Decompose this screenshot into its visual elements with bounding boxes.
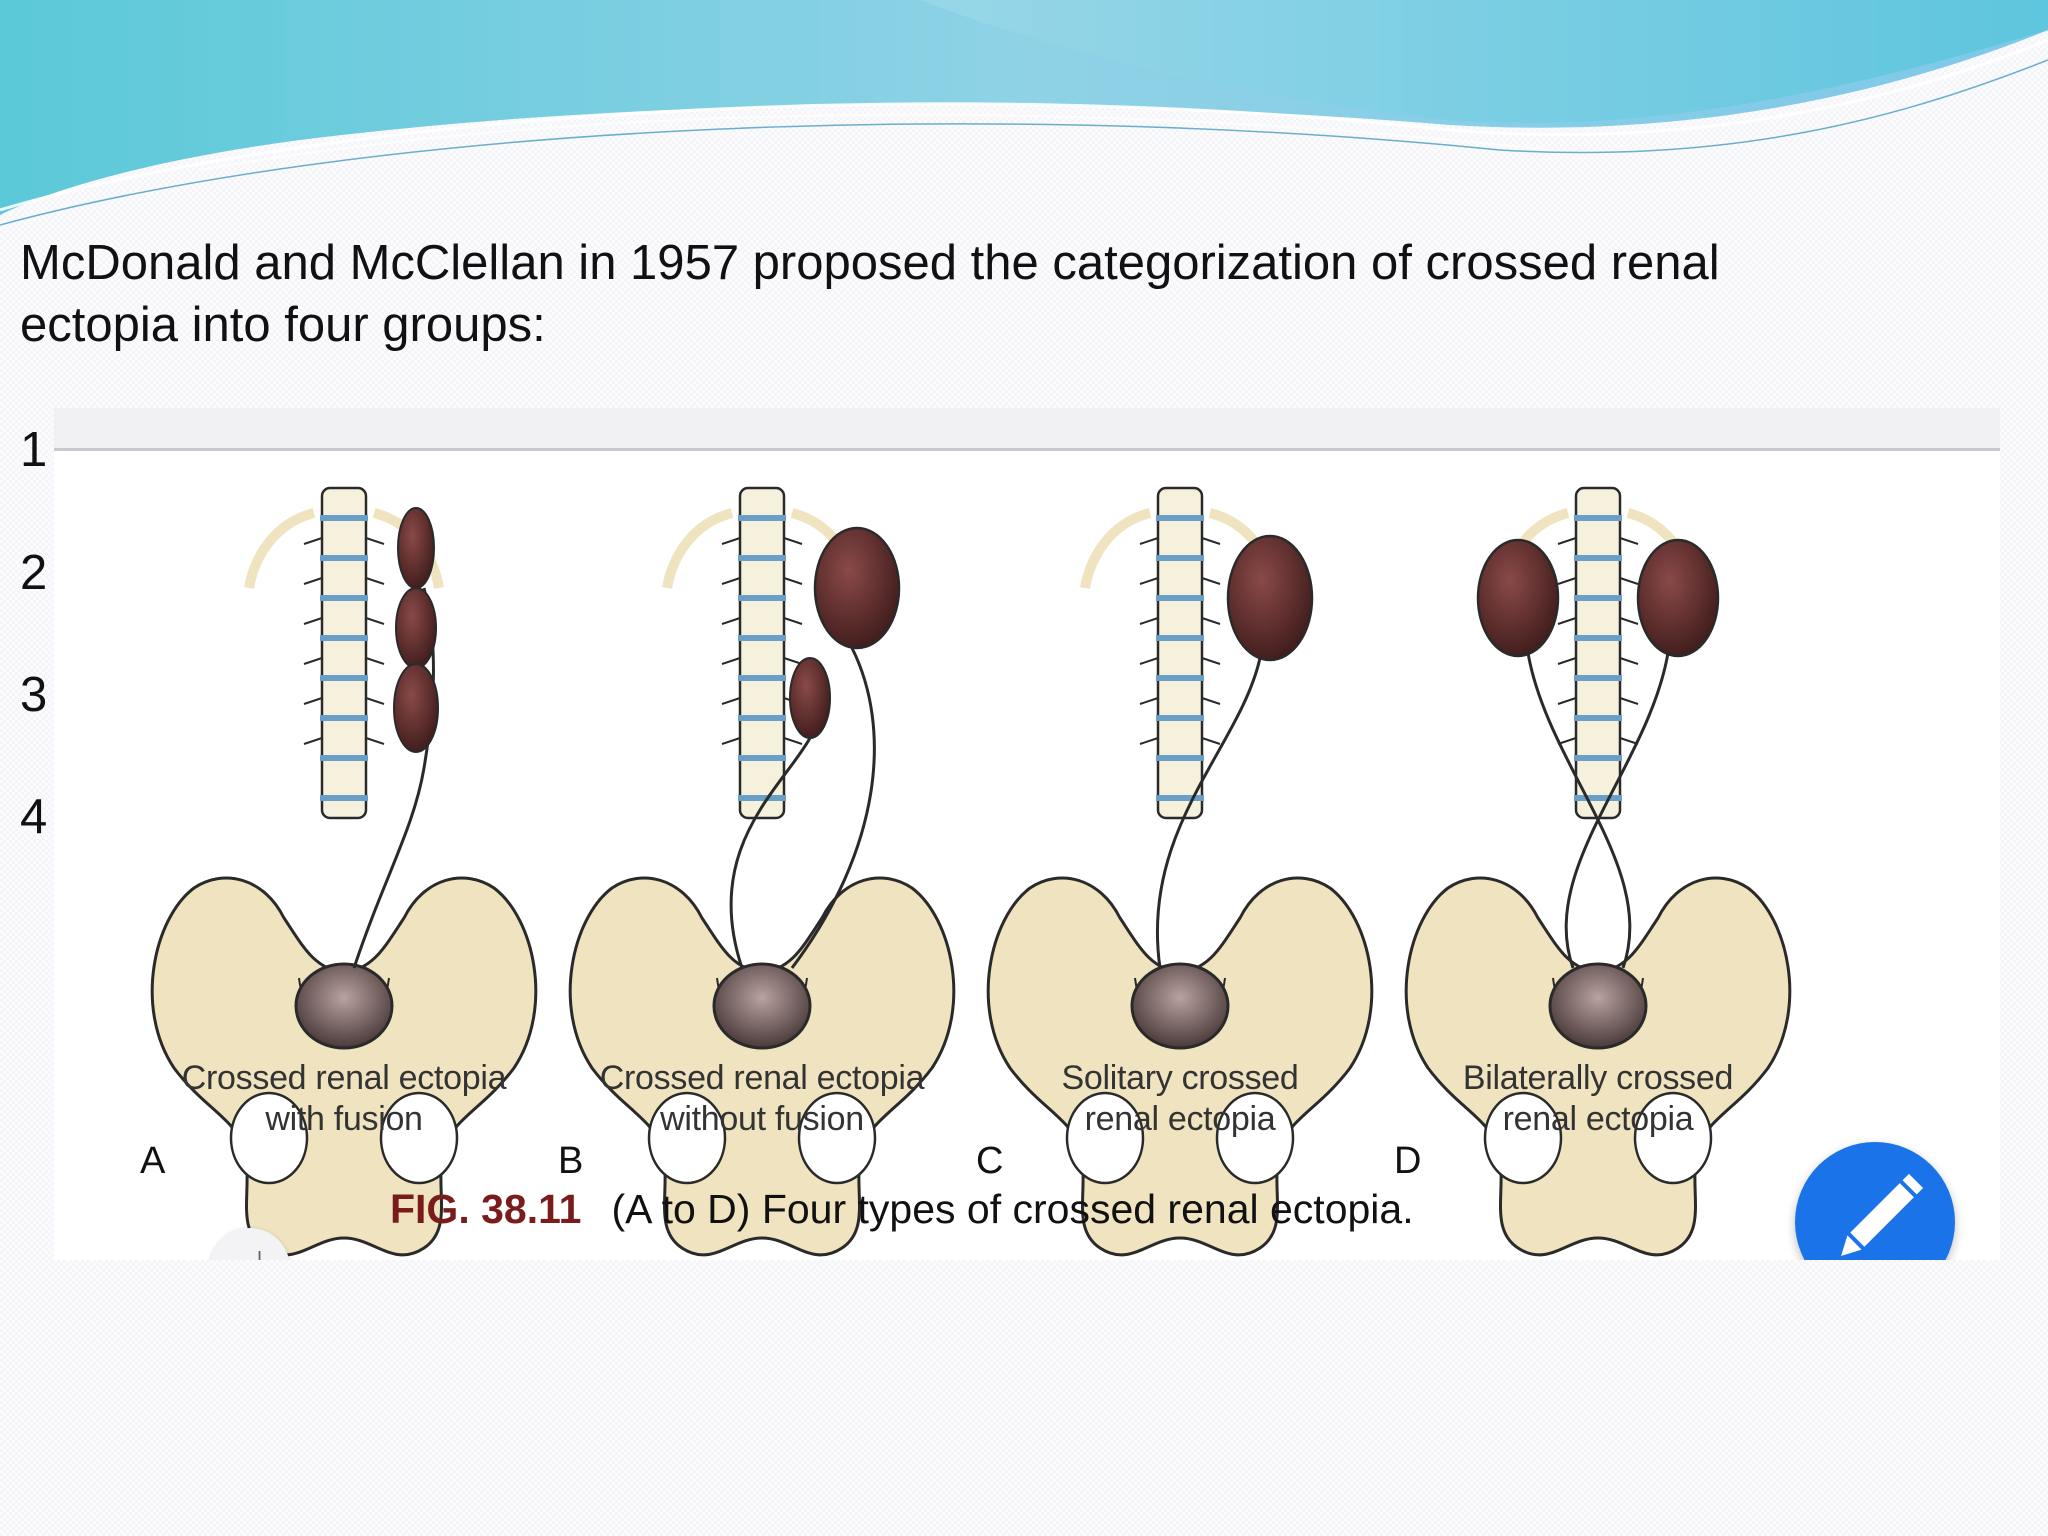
panel-a-caption-line2: with fusion [265, 1100, 423, 1138]
panel-d-letter: D [1394, 1140, 1422, 1182]
figure-caption-text: (A to D) Four types of crossed renal ect… [611, 1186, 1414, 1232]
crossed-renal-ectopia-illustration [150, 448, 1792, 1257]
panel-a-caption-line1: Crossed renal ectopia [181, 1059, 507, 1097]
intro-paragraph: McDonald and McClellan in 1957 proposed … [20, 236, 1720, 352]
panel-c-letter: C [976, 1140, 1004, 1182]
panel-b-caption-line2: without fusion [660, 1100, 864, 1138]
panel-d-caption-line1: Bilaterally crossed [1462, 1059, 1734, 1097]
list-number-1: 1 [20, 423, 48, 477]
edit-button[interactable] [1795, 1142, 1955, 1260]
pencil-icon [1841, 1173, 1924, 1256]
figure-card-toolbar [54, 408, 2000, 451]
figure-caption: FIG. 38.11 (A to D) Four types of crossed… [390, 1186, 1414, 1233]
panel-a-caption: Crossed renal ectopia with fusion [164, 1058, 524, 1140]
panel-b-caption: Crossed renal ectopia without fusion [582, 1058, 942, 1140]
panel-b-caption-line1: Crossed renal ectopia [599, 1059, 925, 1097]
panel-c-caption-line2: renal ectopia [1084, 1100, 1276, 1138]
panel-c-caption-line1: Solitary crossed [1061, 1059, 1299, 1097]
list-number-2: 2 [20, 546, 48, 600]
header-wave-decoration [0, 0, 2048, 226]
list-number-4: 4 [20, 790, 48, 844]
panel-a-letter: A [140, 1140, 166, 1182]
panel-c-caption: Solitary crossed renal ectopia [1000, 1058, 1360, 1140]
panel-d-caption-line2: renal ectopia [1502, 1100, 1694, 1138]
panel-d-caption: Bilaterally crossed renal ectopia [1418, 1058, 1778, 1140]
figure-number: FIG. 38.11 [390, 1186, 582, 1232]
panel-b-letter: B [558, 1140, 584, 1182]
list-number-3: 3 [20, 668, 48, 722]
tab-icon: ⊣ [237, 1246, 263, 1260]
figure-card: Crossed renal ectopia with fusion Crosse… [54, 408, 2000, 1260]
